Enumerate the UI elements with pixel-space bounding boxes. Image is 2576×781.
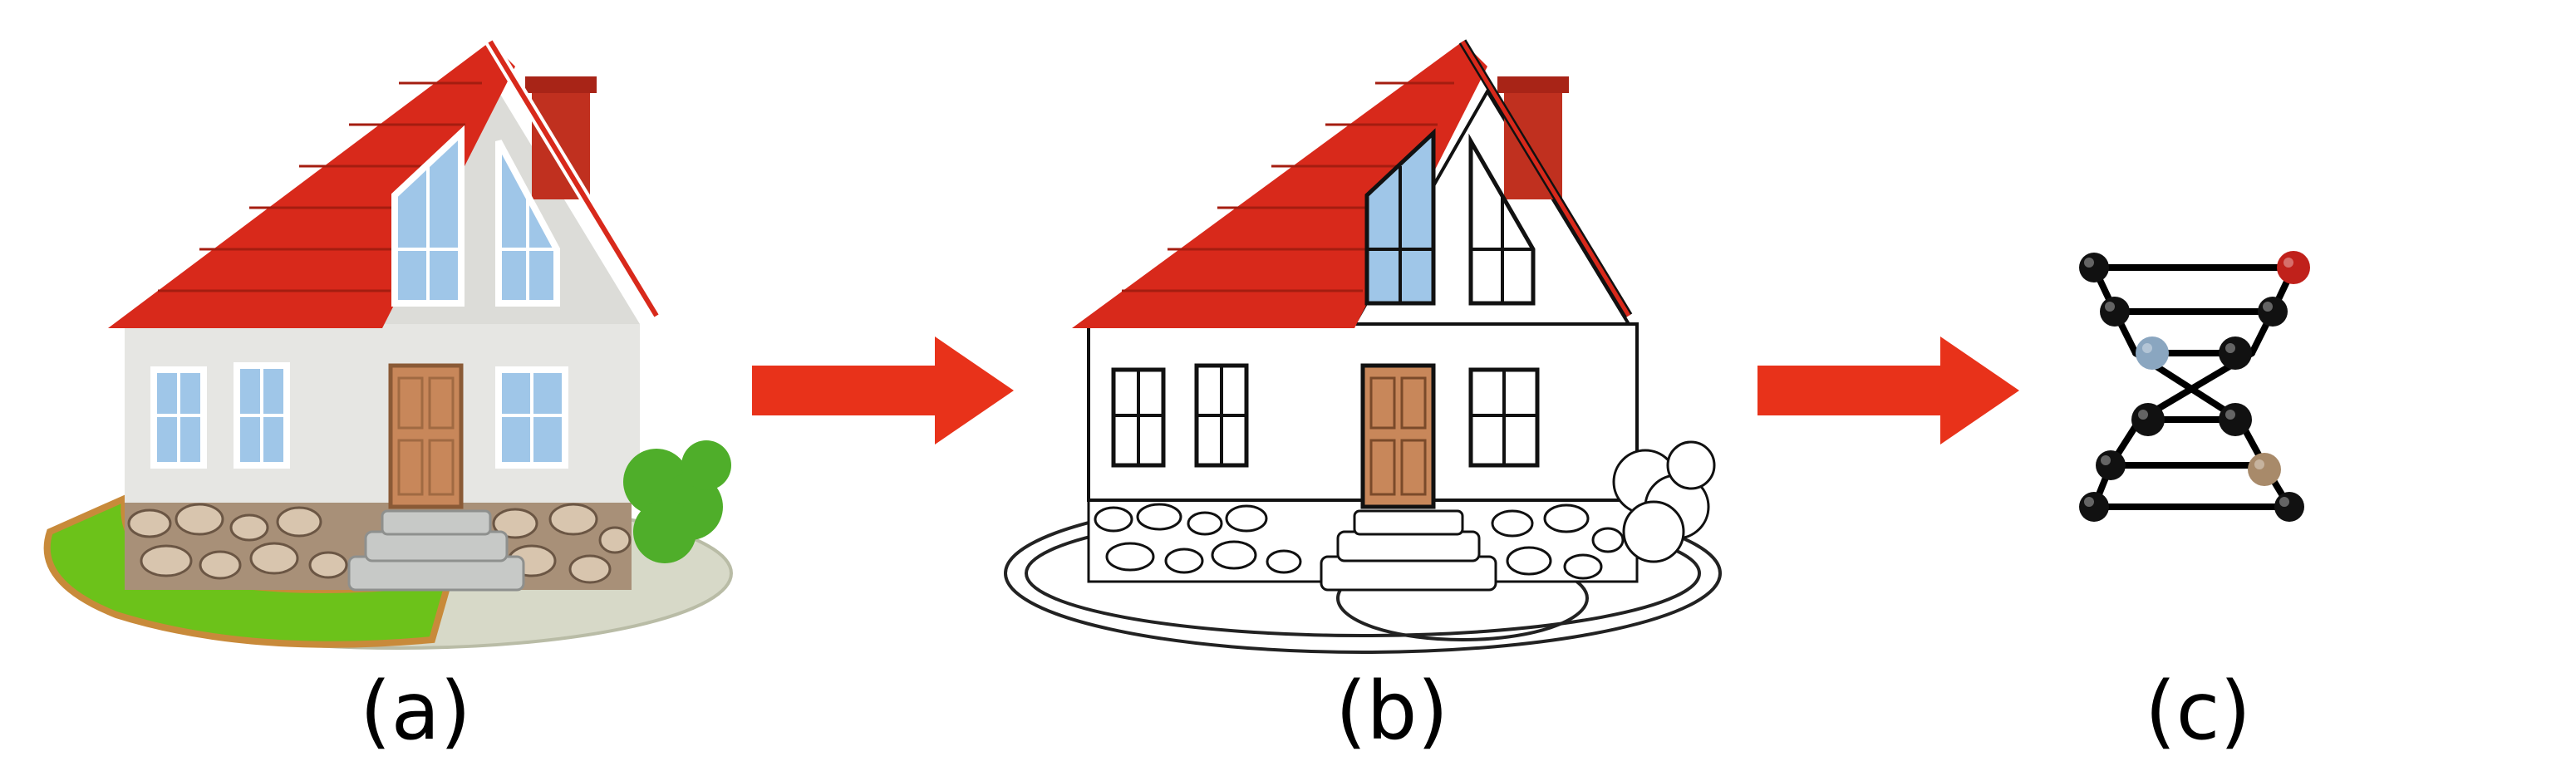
front-door <box>388 363 464 509</box>
drawn-chimney <box>1504 83 1562 199</box>
node-black <box>2131 403 2165 436</box>
arrow-right-icon <box>752 336 1014 445</box>
node-tan <box>2248 453 2281 486</box>
node-red <box>2277 251 2310 284</box>
node-black <box>2219 336 2252 370</box>
house-line-drawing-illustration <box>1004 39 1722 654</box>
caption-b: (b) <box>1335 665 1448 758</box>
caption-a: (a) <box>360 665 471 758</box>
node-black <box>2258 297 2288 327</box>
drawn-bush <box>1612 440 1716 563</box>
house-colored-illustration <box>43 38 733 650</box>
node-black <box>2079 253 2109 282</box>
node-black <box>2079 492 2109 522</box>
graph-nodes <box>2079 251 2310 522</box>
bush <box>623 440 731 563</box>
caption-c: (c) <box>2145 665 2251 758</box>
node-black <box>2100 297 2130 327</box>
entry-steps <box>347 509 525 592</box>
node-black <box>2096 450 2126 480</box>
drawn-front-door <box>1360 363 1436 509</box>
arrow-right-icon <box>1757 336 2019 445</box>
node-black <box>2274 492 2304 522</box>
node-blue <box>2136 336 2169 370</box>
drawn-entry-steps <box>1320 509 1497 592</box>
node-black <box>2219 403 2252 436</box>
ladder-graph-diagram <box>2079 251 2310 522</box>
